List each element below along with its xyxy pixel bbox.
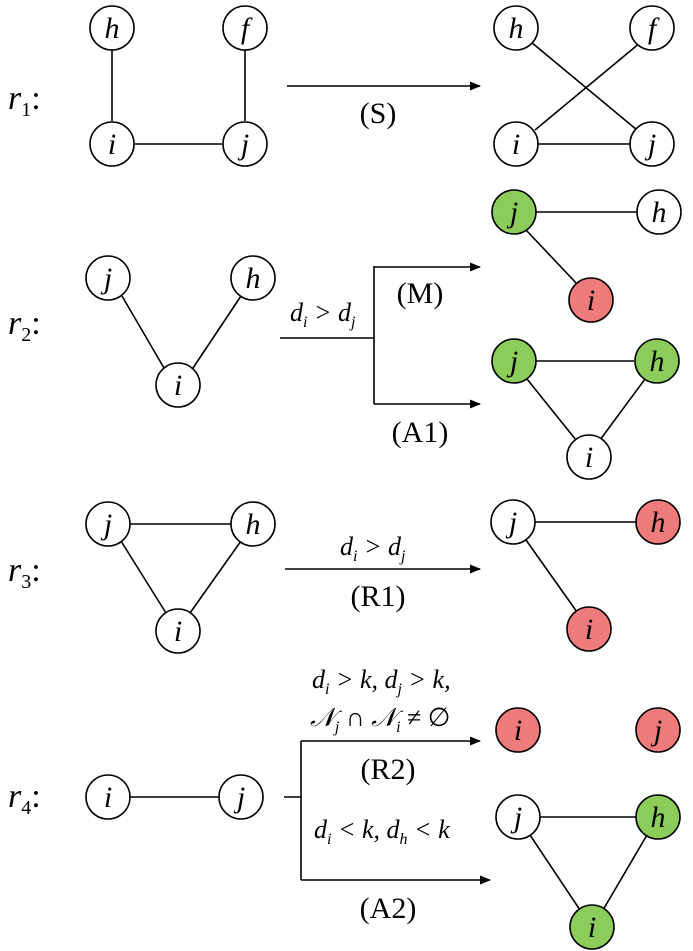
svg-text:i: i: [514, 714, 522, 747]
edge-j-i: [525, 539, 578, 613]
svg-text:j: j: [100, 508, 112, 541]
svg-text:i: i: [512, 128, 520, 161]
op-M: (M): [397, 277, 444, 310]
edge-j-i: [525, 229, 579, 286]
edge-f-i: [534, 41, 642, 131]
node-f: f: [629, 5, 675, 51]
node-j: j: [222, 121, 268, 167]
svg-text:i: i: [585, 441, 593, 474]
node-h-green: h: [635, 794, 681, 840]
svg-text:h: h: [652, 196, 667, 229]
svg-text:h: h: [651, 506, 666, 539]
svg-text:h: h: [509, 12, 524, 45]
node-h-green: h: [634, 338, 680, 384]
edge-j-i: [121, 295, 165, 369]
node-j: j: [85, 255, 131, 301]
node-h: h: [636, 189, 682, 235]
cond-r4-b: 𝒩j ∩ 𝒩i ≠ ∅: [310, 703, 450, 736]
node-j: j: [218, 774, 264, 820]
rule-r4-label: r4:: [8, 778, 41, 819]
node-i: i: [566, 434, 612, 480]
svg-text:j: j: [233, 781, 245, 814]
rule-r3-label: r3:: [8, 552, 41, 593]
node-j: j: [85, 501, 131, 547]
node-h-red: h: [635, 499, 681, 545]
node-j: j: [490, 499, 536, 545]
op-A2: (A2): [360, 892, 417, 925]
node-i-red: i: [566, 606, 612, 652]
svg-text:h: h: [105, 12, 120, 45]
rule-r3: r3: j h i di > dj (R1) j h i: [8, 499, 681, 654]
svg-text:h: h: [246, 262, 261, 295]
node-i: i: [155, 608, 201, 654]
svg-text:j: j: [506, 196, 518, 229]
node-j: j: [495, 794, 541, 840]
edge-h-i: [192, 295, 242, 369]
node-i: i: [89, 121, 135, 167]
edge-j-i: [120, 540, 167, 614]
svg-text:i: i: [174, 369, 182, 402]
cond-r4-c: di < k, dh < k: [314, 815, 450, 848]
node-j-green: j: [491, 338, 537, 384]
node-h: h: [230, 501, 276, 547]
svg-text:i: i: [585, 613, 593, 646]
svg-text:h: h: [651, 801, 666, 834]
svg-text:j: j: [650, 714, 662, 747]
node-j-green: j: [491, 189, 537, 235]
svg-text:i: i: [174, 615, 182, 648]
svg-text:i: i: [588, 911, 596, 944]
svg-text:j: j: [510, 801, 522, 834]
node-j-red: j: [635, 707, 681, 753]
cond-r2: di > dj: [290, 298, 356, 331]
rule-r4: r4: i j di > k, dj > k, 𝒩j ∩ 𝒩i ≠ ∅ (R2)…: [8, 665, 681, 950]
edge-j-i: [526, 378, 577, 441]
node-i-red: i: [495, 707, 541, 753]
rule-r1-label: r1:: [8, 80, 41, 121]
node-h: h: [493, 5, 539, 51]
rule-r2-label: r2:: [8, 305, 41, 346]
node-i: i: [85, 774, 131, 820]
node-i: i: [493, 121, 539, 167]
rule-r1: r1: h f i j (S) h f i j: [8, 5, 675, 167]
edge-h-i: [599, 378, 646, 441]
node-f: f: [222, 5, 268, 51]
op-R1: (R1): [351, 580, 406, 613]
node-h: h: [89, 5, 135, 51]
svg-text:i: i: [108, 128, 116, 161]
edge-h-j: [530, 41, 638, 131]
op-R2: (R2): [361, 753, 416, 786]
node-i-red: i: [568, 277, 614, 323]
svg-text:h: h: [246, 508, 261, 541]
edge-h-i: [189, 540, 242, 614]
cond-r4-a: di > k, dj > k,: [312, 665, 451, 698]
rule-r2: r2: j h i di > dj (M) (A1) j h i j h i: [8, 189, 682, 480]
edge-j-i: [529, 834, 581, 911]
node-h: h: [230, 255, 276, 301]
node-i: i: [155, 362, 201, 408]
op-A1: (A1): [392, 416, 449, 449]
svg-text:j: j: [506, 345, 518, 378]
node-i-green: i: [569, 904, 615, 950]
svg-text:j: j: [100, 262, 112, 295]
node-j: j: [629, 121, 675, 167]
svg-text:j: j: [644, 128, 656, 161]
svg-text:i: i: [587, 284, 595, 317]
cond-r3: di > dj: [340, 532, 406, 565]
svg-text:h: h: [650, 345, 665, 378]
svg-text:j: j: [505, 506, 517, 539]
edge-h-i: [602, 834, 648, 911]
op-S: (S): [360, 97, 397, 130]
svg-text:j: j: [237, 128, 249, 161]
svg-text:i: i: [104, 781, 112, 814]
